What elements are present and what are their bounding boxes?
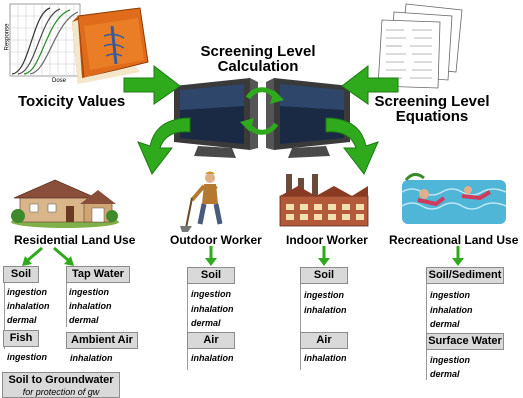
rec-soil-route-1: ingestion bbox=[430, 290, 470, 300]
arrow-indoor bbox=[318, 246, 330, 266]
screening-equations-label: Screening Level Equations bbox=[362, 94, 502, 124]
residential-label: Residential Land Use bbox=[14, 233, 136, 247]
indoor-worker-label: Indoor Worker bbox=[286, 233, 368, 247]
res-soil-route-3: dermal bbox=[7, 315, 37, 325]
rec-line bbox=[426, 284, 427, 380]
res-tapwater-box: Tap Water bbox=[66, 266, 130, 283]
res-ambientair-box: Ambient Air bbox=[66, 332, 138, 349]
res-ambientair-route-1: inhalation bbox=[70, 353, 113, 363]
center-title-line2: Calculation bbox=[217, 58, 299, 75]
rec-soil-route-3: dermal bbox=[430, 319, 460, 329]
toxicity-values-label: Toxicity Values bbox=[18, 93, 126, 110]
res-soil-box: Soil bbox=[3, 266, 39, 283]
indoor-soil-box: Soil bbox=[300, 267, 348, 284]
indoor-air-box: Air bbox=[300, 332, 348, 349]
response-axis-label: Response bbox=[4, 23, 11, 51]
outdoor-soil-box: Soil bbox=[187, 267, 235, 284]
indoor-line bbox=[300, 284, 301, 370]
outdoor-soil-route-2: inhalation bbox=[191, 304, 234, 314]
equations-line2: Equations bbox=[395, 108, 469, 125]
arrow-outdoor bbox=[205, 246, 217, 266]
outdoor-air-route-1: inhalation bbox=[191, 353, 234, 363]
equations-line1: Screening Level bbox=[374, 93, 490, 110]
indoor-air-route-1: inhalation bbox=[304, 353, 347, 363]
factory-icon bbox=[279, 174, 369, 227]
recreational-label: Recreational Land Use bbox=[389, 233, 519, 247]
soil-to-gw-label: Soil to Groundwater bbox=[8, 374, 114, 386]
rec-soil-sediment-box: Soil/Sediment bbox=[426, 267, 504, 284]
res-soil-route-2: inhalation bbox=[7, 301, 50, 311]
outdoor-soil-route-1: ingestion bbox=[191, 289, 231, 299]
dose-axis-label: Dose bbox=[52, 78, 67, 84]
res-soil-to-gw-box: Soil to Groundwater for protection of gw bbox=[2, 372, 120, 398]
equation-papers-icon bbox=[377, 3, 463, 89]
res-tapwater-route-1: ingestion bbox=[69, 287, 109, 297]
rec-soil-route-2: inhalation bbox=[430, 305, 473, 315]
arrow-equations-to-calc bbox=[341, 64, 399, 105]
book-icon bbox=[72, 7, 149, 84]
rec-sw-route-2: dermal bbox=[430, 369, 460, 379]
center-title: Screening Level Calculation bbox=[188, 44, 328, 74]
arrow-toxicity-to-calc bbox=[123, 64, 181, 105]
res-tapwater-line bbox=[66, 283, 67, 327]
arrow-residential-tapwater bbox=[53, 246, 74, 266]
res-fish-route-1: ingestion bbox=[7, 352, 47, 362]
dose-response-chart bbox=[9, 3, 81, 77]
res-fish-box: Fish bbox=[3, 330, 39, 347]
res-soil-line bbox=[4, 283, 5, 349]
rec-surface-water-box: Surface Water bbox=[426, 333, 504, 350]
swimmers-icon bbox=[401, 173, 507, 224]
res-tapwater-route-2: inhalation bbox=[69, 301, 112, 311]
arrow-calc-down-right bbox=[325, 117, 379, 175]
soil-to-gw-note: for protection of gw bbox=[22, 387, 100, 397]
arrow-calc-down-left bbox=[137, 117, 191, 175]
outdoor-line bbox=[187, 284, 188, 370]
house-icon bbox=[11, 179, 119, 228]
arrow-recreational bbox=[452, 246, 464, 266]
indoor-soil-route-2: inhalation bbox=[304, 305, 347, 315]
outdoor-worker-icon bbox=[180, 171, 223, 232]
arrow-residential-soil bbox=[22, 246, 43, 266]
res-tapwater-route-3: dermal bbox=[69, 315, 99, 325]
res-soil-route-1: ingestion bbox=[7, 287, 47, 297]
outdoor-worker-label: Outdoor Worker bbox=[170, 233, 262, 247]
outdoor-soil-route-3: dermal bbox=[191, 318, 221, 328]
rec-sw-route-1: ingestion bbox=[430, 355, 470, 365]
indoor-soil-route-1: ingestion bbox=[304, 290, 344, 300]
outdoor-air-box: Air bbox=[187, 332, 235, 349]
center-title-line1: Screening Level bbox=[200, 43, 316, 60]
